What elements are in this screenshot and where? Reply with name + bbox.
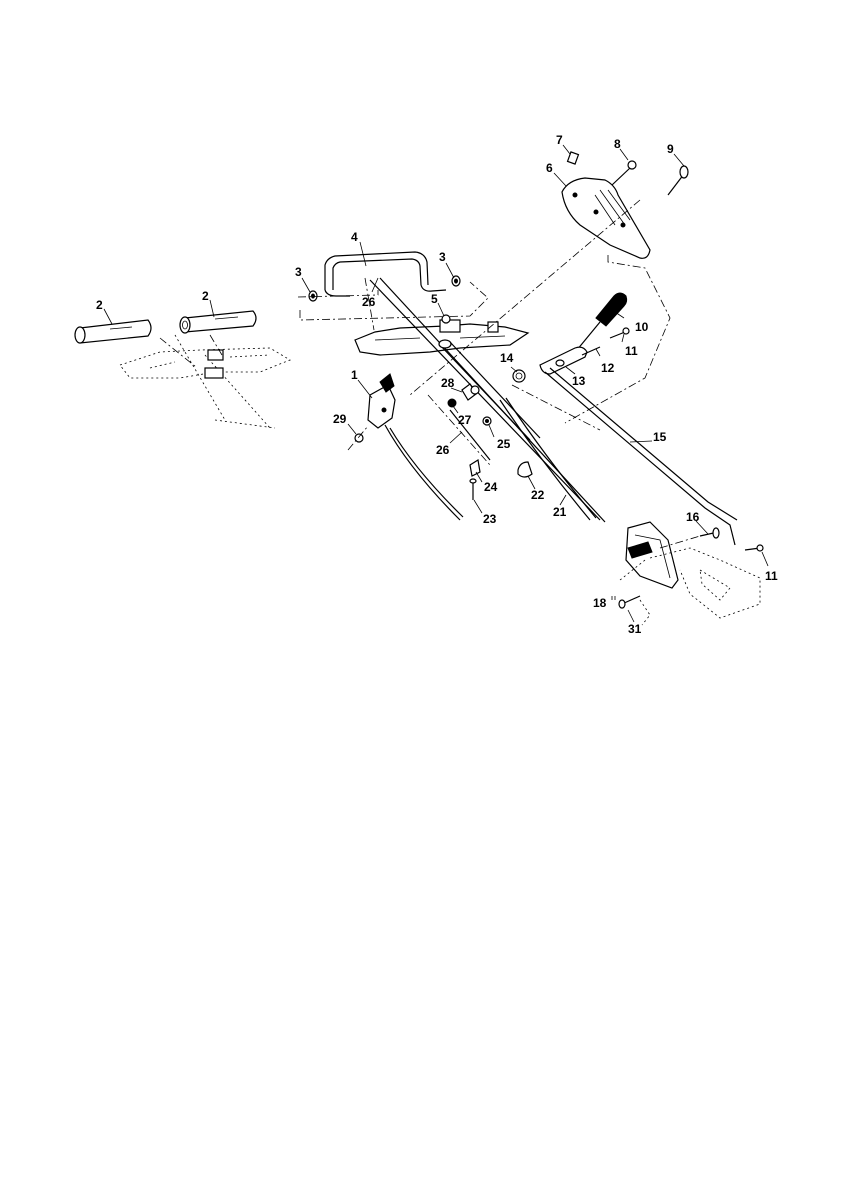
shift-plate-assembly	[409, 151, 689, 424]
label-part-8: 8	[614, 137, 621, 151]
label-part-31: 31	[628, 622, 642, 636]
lower-bracket-assembly	[611, 521, 764, 626]
label-part-4: 4	[351, 230, 358, 244]
label-part-7: 7	[556, 133, 563, 147]
label-part-10: 10	[635, 320, 649, 334]
shift-lever-assembly	[511, 292, 738, 546]
leader-lines	[103, 144, 769, 623]
label-part-6: 6	[546, 161, 553, 175]
label-part-25: 25	[497, 437, 511, 451]
label-part-5: 5	[431, 292, 438, 306]
label-part-12: 12	[601, 361, 615, 375]
label-part-11a: 11	[625, 344, 638, 358]
grip-2a	[74, 319, 152, 344]
label-part-3b: 3	[439, 250, 446, 264]
label-part-29: 29	[333, 412, 347, 426]
left-handle-assembly	[74, 310, 291, 429]
label-part-27: 27	[458, 413, 472, 427]
label-part-14: 14	[500, 351, 514, 365]
label-part-1: 1	[351, 368, 358, 382]
grip-2b	[179, 310, 257, 334]
label-part-2a: 2	[96, 298, 103, 312]
label-part-15: 15	[653, 430, 667, 444]
label-part-13: 13	[572, 374, 586, 388]
label-part-9: 9	[667, 142, 674, 156]
label-part-26a: 26	[362, 295, 376, 309]
part-labels: 2 2 3 3 4 26 5 6 7 8 9 10 11 12 13 14 15…	[96, 133, 778, 636]
label-part-23: 23	[483, 512, 497, 526]
control-cable-assembly	[347, 373, 597, 521]
label-part-11b: 11	[765, 569, 778, 583]
label-part-24: 24	[484, 480, 498, 494]
label-part-28: 28	[441, 376, 455, 390]
label-part-2b: 2	[202, 289, 209, 303]
label-part-16: 16	[686, 510, 700, 524]
label-part-18: 18	[593, 596, 607, 610]
label-part-3a: 3	[295, 265, 302, 279]
label-part-26b: 26	[436, 443, 450, 457]
label-part-22: 22	[531, 488, 545, 502]
label-part-21: 21	[553, 505, 567, 519]
